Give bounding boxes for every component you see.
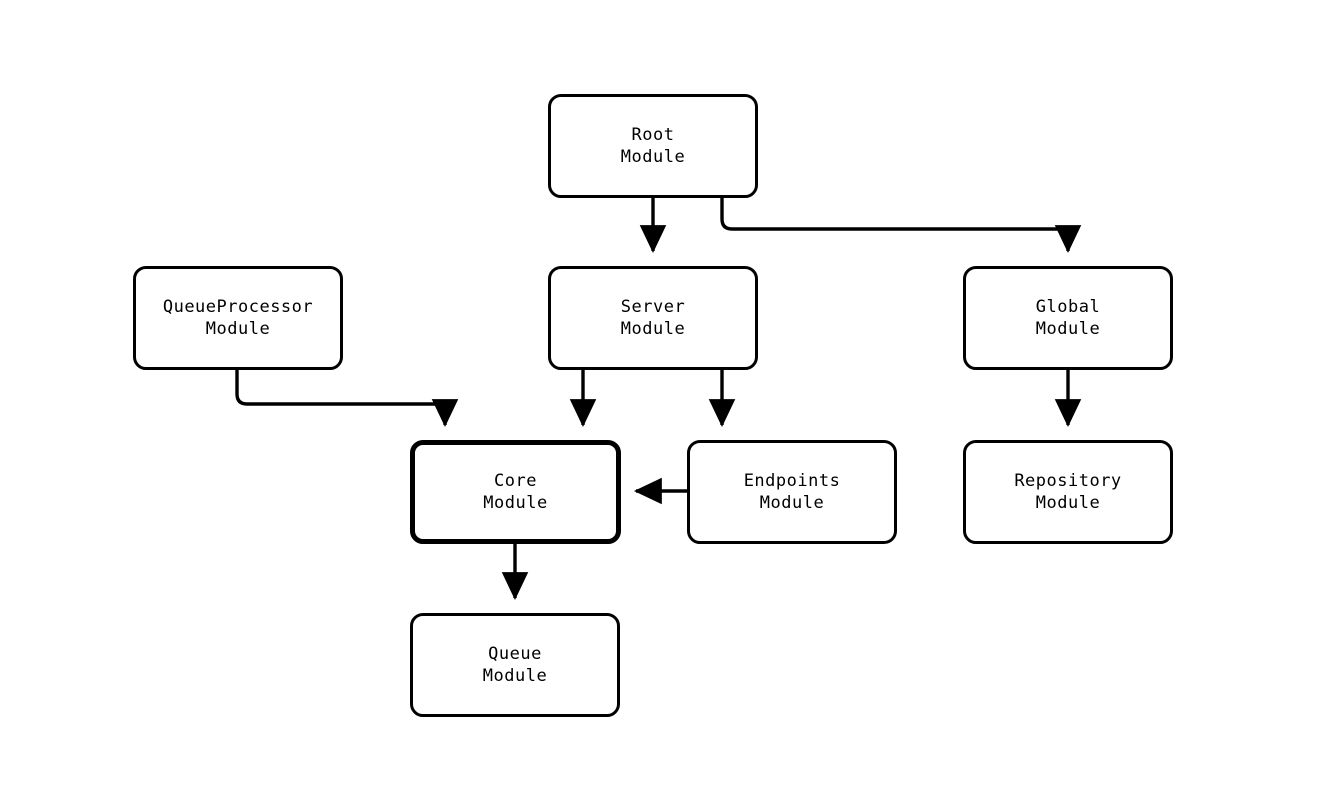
node-root-module-line2: Module xyxy=(620,147,686,167)
node-server-module[interactable]: Server Module xyxy=(548,266,758,370)
node-global-module[interactable]: Global Module xyxy=(963,266,1173,370)
node-core-module-line2: Module xyxy=(483,493,548,513)
node-server-module-line1: Server xyxy=(620,297,686,317)
node-core-module-line1: Core xyxy=(494,471,537,491)
node-global-module-line2: Module xyxy=(1035,319,1101,339)
node-repository-module-line1: Repository xyxy=(1014,471,1122,491)
node-endpoints-module[interactable]: Endpoints Module xyxy=(687,440,897,544)
node-repository-module[interactable]: Repository Module xyxy=(963,440,1173,544)
node-endpoints-module-line1: Endpoints xyxy=(743,471,841,491)
node-queue-module[interactable]: Queue Module xyxy=(410,613,620,717)
node-queueprocessor-module-line2: Module xyxy=(205,319,271,339)
node-queueprocessor-module[interactable]: QueueProcessor Module xyxy=(133,266,343,370)
node-queue-module-line1: Queue xyxy=(488,644,542,664)
node-core-module[interactable]: Core Module xyxy=(410,440,621,544)
node-root-module-line1: Root xyxy=(631,125,675,145)
node-endpoints-module-line2: Module xyxy=(759,493,825,513)
node-server-module-line2: Module xyxy=(620,319,686,339)
node-root-module[interactable]: Root Module xyxy=(548,94,758,198)
node-global-module-line1: Global xyxy=(1035,297,1101,317)
node-repository-module-line2: Module xyxy=(1035,493,1101,513)
edge-queueprocessor-to-core xyxy=(235,370,459,428)
node-queue-module-line2: Module xyxy=(482,666,548,686)
edge-root-to-global xyxy=(720,198,1082,254)
node-queueprocessor-module-line1: QueueProcessor xyxy=(162,297,314,317)
